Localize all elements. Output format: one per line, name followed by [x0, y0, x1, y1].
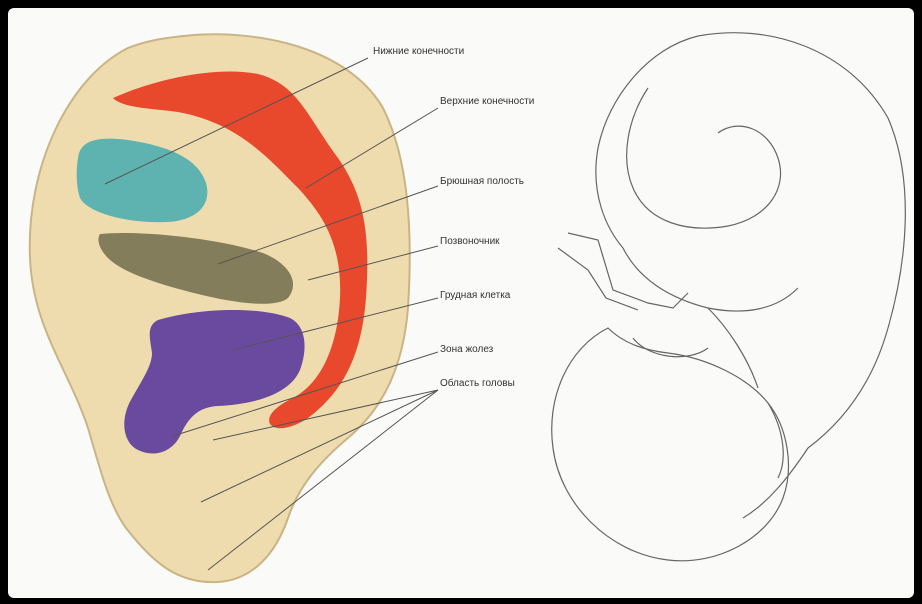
- figure-frame: Нижние конечности Верхние конечности Брю…: [8, 8, 914, 598]
- label-zone: Зона жолез: [440, 344, 494, 355]
- label-abdominal-cavity: Брюшная полость: [440, 176, 524, 187]
- label-lower-limbs: Нижние конечности: [373, 46, 464, 57]
- label-chest: Грудная клетка: [440, 290, 511, 301]
- fetus-sketch: [552, 33, 906, 561]
- label-head-region: Область головы: [440, 377, 515, 389]
- ear-reflexology-diagram: Нижние конечности Верхние конечности Брю…: [8, 8, 914, 598]
- label-upper-limbs: Верхние конечности: [440, 96, 534, 107]
- label-spine: Позвоночник: [440, 236, 500, 247]
